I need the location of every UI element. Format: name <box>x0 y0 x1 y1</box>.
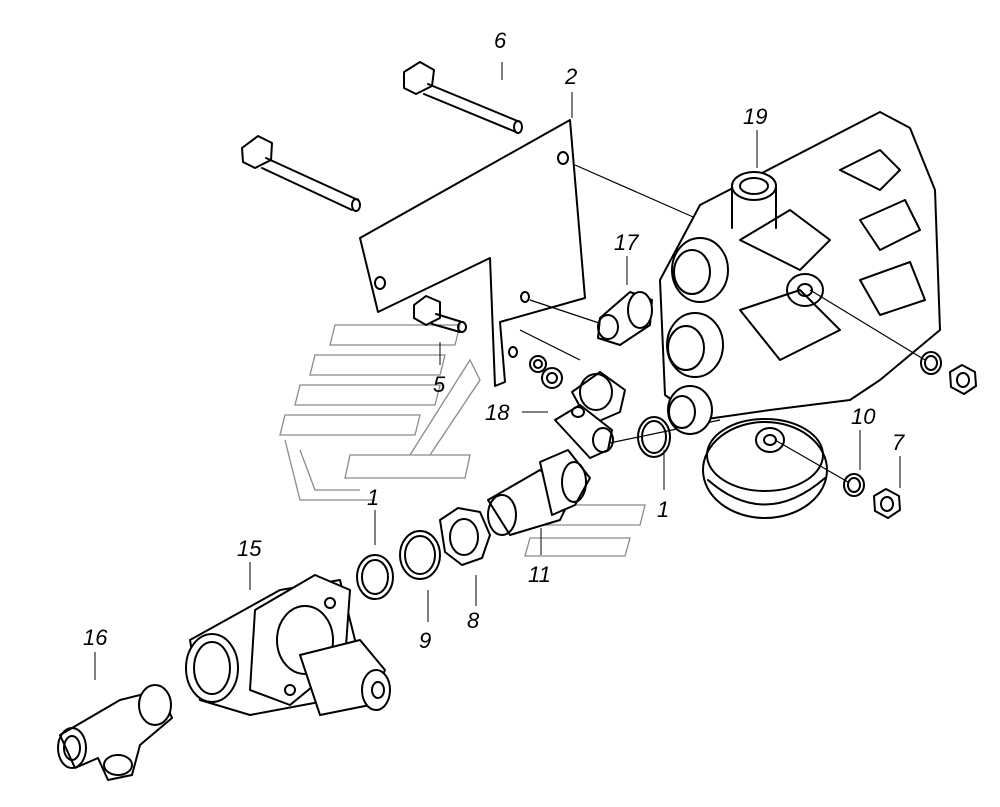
callout-10: 10 <box>851 404 876 429</box>
elbow-fitting-16 <box>57 684 173 781</box>
threaded-fitting-11 <box>487 449 591 536</box>
nut-8 <box>439 507 491 566</box>
washer-10-lower <box>843 473 865 497</box>
callout-6: 6 <box>494 28 507 53</box>
callout-2: 2 <box>564 64 577 89</box>
sealing-ring-9 <box>399 530 441 580</box>
callout-19: 19 <box>743 104 767 129</box>
fitting-17 <box>597 291 653 346</box>
bolt-long-lower <box>241 135 361 212</box>
leader-lines <box>94 62 901 680</box>
tee-housing-15 <box>185 574 391 716</box>
washer-10-upper <box>920 351 942 375</box>
mounting-bracket <box>359 119 586 387</box>
callout-15: 15 <box>237 536 262 561</box>
callout-11: 11 <box>528 562 551 587</box>
o-ring-lower <box>356 554 394 600</box>
callout-17: 17 <box>614 230 639 255</box>
callout-1-lower: 1 <box>367 485 379 510</box>
callout-8: 8 <box>467 608 480 633</box>
callout-18: 18 <box>485 400 510 425</box>
callout-16: 16 <box>83 625 108 650</box>
valve-body-assembly <box>659 111 941 519</box>
bolt-long-upper <box>403 61 523 134</box>
alignment-line-right-lower <box>774 439 849 483</box>
o-ring-upper <box>637 416 671 458</box>
callout-5: 5 <box>433 372 446 397</box>
callout-7: 7 <box>892 430 905 455</box>
watermark-logo <box>279 324 646 557</box>
alignment-line-right <box>809 289 926 361</box>
callout-1-upper: 1 <box>657 497 669 522</box>
callout-9: 9 <box>419 628 431 653</box>
bolt-short <box>413 295 467 333</box>
nut-7-upper <box>949 364 977 395</box>
small-rings-18 <box>529 355 563 389</box>
fitting-18-lower <box>554 404 614 459</box>
nut-7-lower <box>873 488 901 519</box>
